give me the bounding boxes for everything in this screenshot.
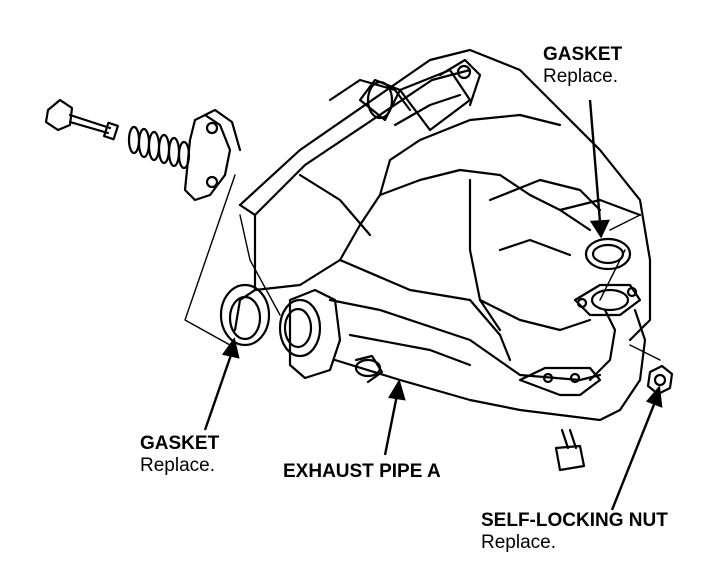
flange-bracket bbox=[183, 108, 242, 202]
guide-lines bbox=[184, 174, 661, 361]
exhaust-pipe-a bbox=[278, 283, 647, 422]
spring-bolt bbox=[44, 98, 191, 170]
self-locking-nut-note: Replace. bbox=[481, 531, 556, 553]
gasket-top-callout: GASKET Replace. bbox=[543, 44, 622, 88]
self-locking-nut-part bbox=[646, 364, 674, 396]
exhaust-pipe-title: EXHAUST PIPE A bbox=[283, 461, 441, 482]
upper-shaft bbox=[358, 58, 482, 132]
gasket-left-title: GASKET bbox=[140, 433, 220, 454]
gasket-left-callout: GASKET Replace. bbox=[140, 433, 219, 477]
leader-arrows bbox=[203, 99, 663, 511]
gasket-top-title: GASKET bbox=[543, 44, 623, 65]
self-locking-nut-callout: SELF-LOCKING NUT Replace. bbox=[481, 510, 668, 554]
gasket-top-note: Replace. bbox=[543, 65, 618, 87]
left-gasket-ring bbox=[219, 283, 271, 347]
lower-bolt bbox=[554, 428, 586, 472]
gasket-left-note: Replace. bbox=[140, 454, 215, 476]
self-locking-nut-title: SELF-LOCKING NUT bbox=[481, 510, 668, 531]
top-gasket-ring bbox=[584, 237, 632, 271]
engine-block bbox=[233, 48, 652, 362]
exhaust-pipe-callout: EXHAUST PIPE A bbox=[283, 461, 441, 483]
